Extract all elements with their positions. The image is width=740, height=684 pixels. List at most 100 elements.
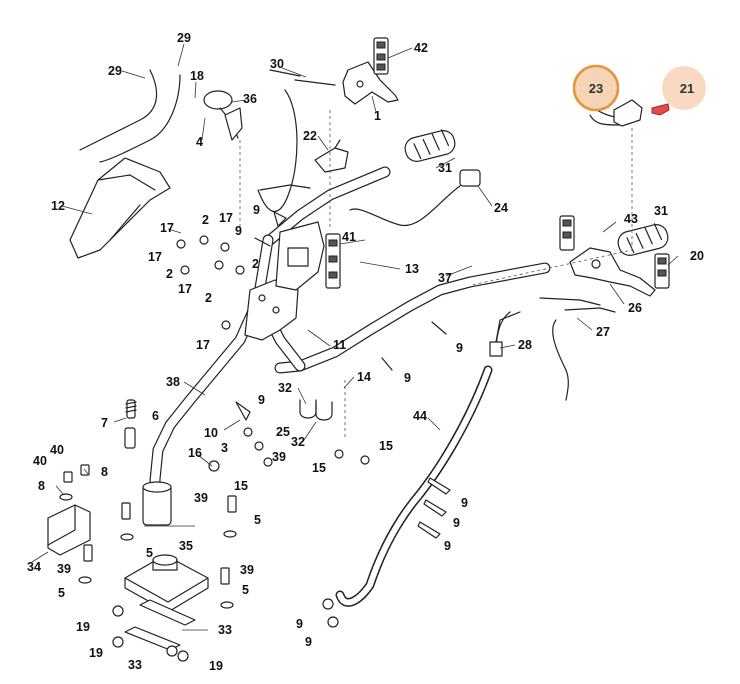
label-sticker-43 [559, 215, 575, 251]
callout-28: 28 [518, 338, 532, 352]
cable-ties [235, 211, 451, 539]
callout-6: 6 [152, 409, 159, 423]
callout-9-e: 9 [258, 393, 265, 407]
callout-35: 35 [179, 539, 193, 553]
callout-2-a: 2 [202, 213, 209, 227]
callout-2-b: 2 [252, 257, 259, 271]
callout-36: 36 [243, 92, 257, 106]
control-lever-right [569, 247, 656, 297]
callout-9-b: 9 [235, 224, 242, 238]
callout-13: 13 [405, 262, 419, 276]
callout-32-a: 32 [278, 381, 292, 395]
hand-grip-right [617, 223, 669, 256]
callout-40-a: 40 [50, 443, 64, 457]
callout-27: 27 [596, 325, 610, 339]
callout-22: 22 [303, 129, 317, 143]
callout-43: 43 [624, 212, 638, 226]
label-sticker-20 [654, 253, 670, 289]
callout-34: 34 [27, 560, 41, 574]
callout-12: 12 [51, 199, 65, 213]
fitting-28 [489, 311, 521, 357]
callout-37: 37 [438, 271, 452, 285]
fasteners [59, 235, 370, 662]
callout-17-d: 17 [178, 282, 192, 296]
highlight-label-21: 21 [680, 81, 694, 96]
connector-21 [651, 103, 670, 116]
highlight-label-23: 23 [589, 81, 603, 96]
callout-3: 3 [221, 441, 228, 455]
callout-16: 16 [188, 446, 202, 460]
hand-grip-upper [404, 129, 456, 162]
control-lever-left [342, 61, 399, 105]
callout-40-b: 40 [33, 454, 47, 468]
callout-17-b: 17 [219, 211, 233, 225]
callout-19-a: 19 [76, 620, 90, 634]
callout-9-i: 9 [296, 617, 303, 631]
callout-4: 4 [196, 135, 203, 149]
callout-9-a: 9 [253, 203, 260, 217]
callout-26: 26 [628, 301, 642, 315]
spiral-cable [335, 365, 493, 607]
throttle-control [314, 139, 349, 173]
knob-36 [203, 90, 243, 141]
callout-44: 44 [413, 409, 427, 423]
callout-31-b: 31 [654, 204, 668, 218]
callout-17-e: 17 [196, 338, 210, 352]
callout-9-j: 9 [305, 635, 312, 649]
callout-42: 42 [414, 41, 428, 55]
callout-9-c: 9 [456, 341, 463, 355]
callout-30: 30 [270, 57, 284, 71]
callout-25: 25 [276, 425, 290, 439]
callout-8-a: 8 [101, 465, 108, 479]
callout-39-b: 39 [194, 491, 208, 505]
bracket-plate [244, 221, 325, 341]
callout-2-c: 2 [166, 267, 173, 281]
base-mount [124, 554, 209, 613]
callout-15-c: 15 [234, 479, 248, 493]
callout-15-a: 15 [379, 439, 393, 453]
callout-11: 11 [333, 338, 346, 352]
callout-29-b: 29 [177, 31, 191, 45]
callout-7: 7 [101, 416, 108, 430]
callout-29-a: 29 [108, 64, 122, 78]
callout-9-d: 9 [404, 371, 411, 385]
callout-20: 20 [690, 249, 704, 263]
clamp-plates [124, 599, 196, 651]
callout-24: 24 [494, 201, 508, 215]
callout-5-b: 5 [146, 546, 153, 560]
guide-lines [239, 110, 633, 440]
callout-2-d: 2 [205, 291, 212, 305]
callout-31-a: 31 [438, 161, 452, 175]
callout-14: 14 [357, 370, 371, 384]
callout-19-b: 19 [89, 646, 103, 660]
callout-33-a: 33 [218, 623, 232, 637]
callout-17-a: 17 [160, 221, 174, 235]
callout-17-c: 17 [148, 250, 162, 264]
callout-5-a: 5 [254, 513, 261, 527]
callout-32-b: 32 [291, 435, 305, 449]
callout-41: 41 [342, 230, 356, 244]
callout-8-b: 8 [38, 479, 45, 493]
highlight-marker-21: 21 [662, 66, 706, 110]
switch-box [349, 169, 481, 227]
callout-5-c: 5 [58, 586, 65, 600]
bracket [47, 504, 91, 556]
callout-19-c: 19 [209, 659, 223, 673]
highlight-marker-23: 23 [572, 64, 620, 112]
callout-9-h: 9 [444, 539, 451, 553]
callout-labels: 29 29 18 36 30 42 1 4 22 12 31 24 9 17 2… [27, 31, 704, 673]
callout-38: 38 [166, 375, 180, 389]
cable-duct [69, 157, 171, 259]
callout-5-d: 5 [242, 583, 249, 597]
callout-39-a: 39 [272, 450, 286, 464]
callout-15-b: 15 [312, 461, 326, 475]
callout-9-f: 9 [461, 496, 468, 510]
callout-33-b: 33 [128, 658, 142, 672]
callout-39-d: 39 [240, 563, 254, 577]
callout-39-c: 39 [57, 562, 71, 576]
callout-10: 10 [204, 426, 218, 440]
label-sticker-42 [373, 37, 389, 75]
leader-lines [31, 43, 679, 631]
label-sticker-41 [325, 233, 341, 289]
